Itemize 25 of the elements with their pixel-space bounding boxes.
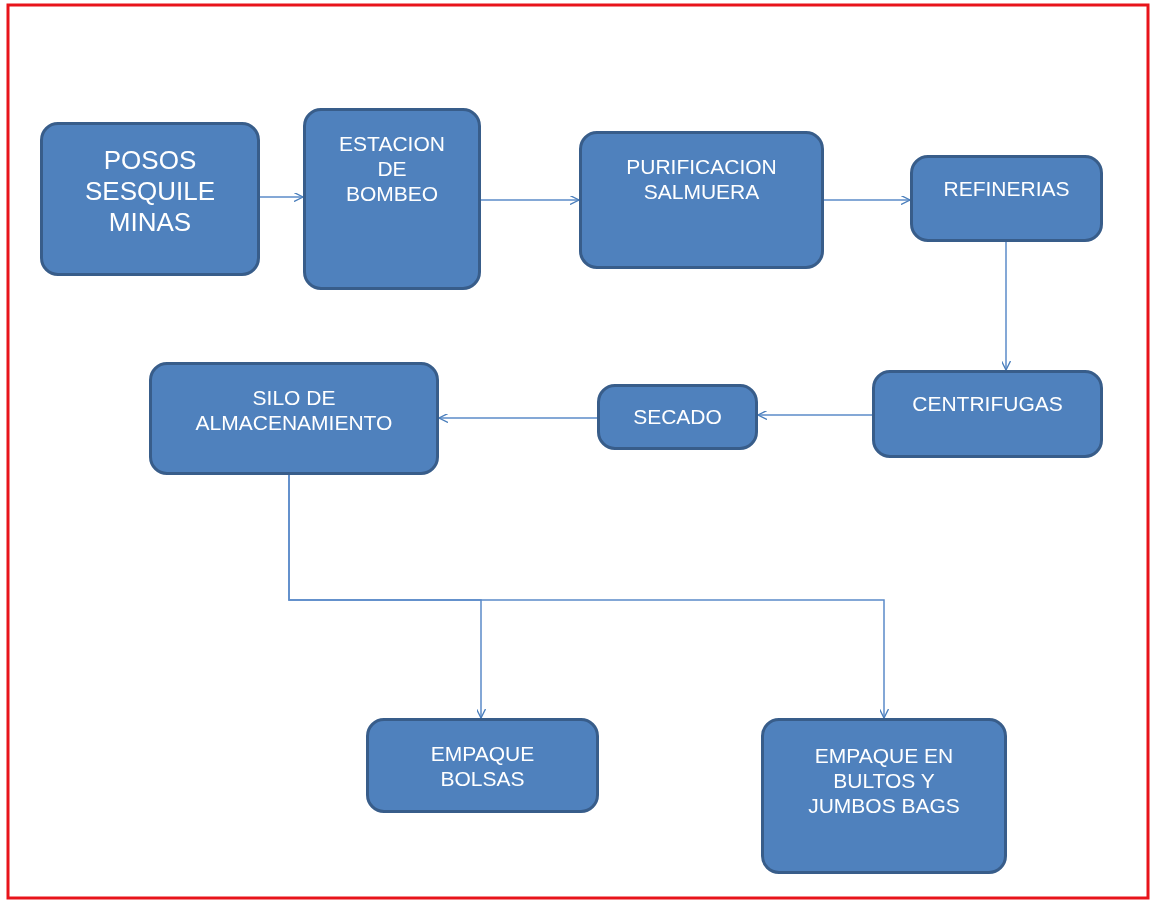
process-box	[872, 370, 1103, 458]
box-label: POSOS SESQUILE MINAS	[83, 145, 217, 239]
box-label: REFINERIAS	[943, 176, 1070, 202]
process-box	[910, 155, 1103, 242]
box-label: SECADO	[633, 404, 722, 430]
arrow	[259, 191, 304, 203]
box-label: EMPAQUE BOLSAS	[429, 741, 536, 792]
process-box	[303, 108, 481, 290]
arrow	[288, 474, 890, 719]
process-box	[597, 384, 758, 450]
arrow	[438, 412, 598, 424]
process-box	[761, 718, 1007, 874]
arrow	[1000, 241, 1012, 371]
box-label: EMPAQUE EN BULTOS Y JUMBOS BAGS	[807, 743, 961, 819]
arrow	[757, 409, 873, 421]
box-label: SILO DE ALMACENAMIENTO	[194, 385, 394, 436]
arrow	[823, 194, 911, 206]
arrow	[480, 194, 580, 206]
process-box	[366, 718, 599, 813]
process-box	[149, 362, 439, 475]
box-label: CENTRIFUGAS	[912, 391, 1063, 417]
box-label: PURIFICACION SALMUERA	[625, 154, 778, 205]
process-box	[579, 131, 824, 269]
process-box	[40, 122, 260, 276]
box-label: ESTACION DE BOMBEO	[338, 131, 446, 207]
